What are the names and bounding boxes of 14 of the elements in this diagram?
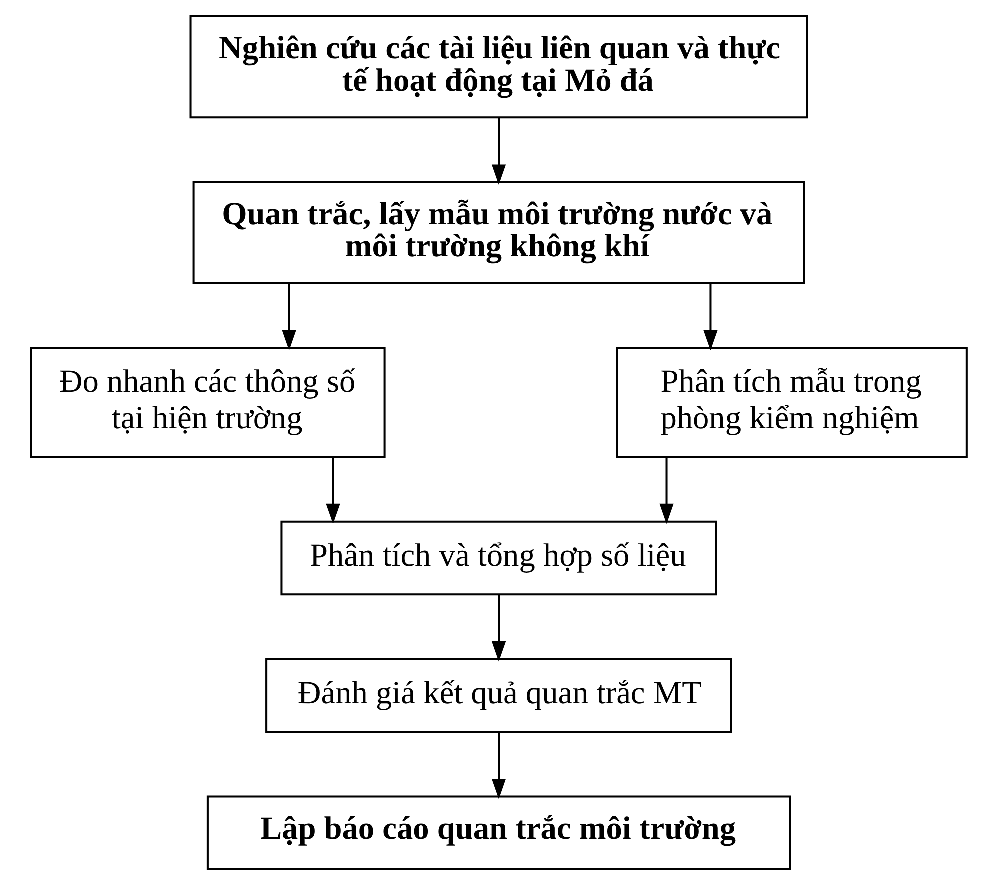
arrow: [492, 118, 506, 185]
arrow: [326, 458, 340, 524]
node-box: Đánh giá kết quả quan trắc MT: [266, 658, 732, 734]
node-box: Nghiên cứu các tài liệu liên quan và thực tế hoạt động tại Mỏ đá: [190, 16, 808, 119]
arrow: [282, 284, 296, 351]
arrow: [492, 732, 506, 800]
arrow: [492, 595, 506, 662]
arrow: [704, 284, 718, 351]
arrow: [660, 458, 674, 524]
node-box: Lập báo cáo quan trắc môi trường: [206, 796, 792, 870]
node-box: Phân tích mẫu trong phòng kiểm nghiệm: [616, 347, 968, 458]
node-box: Quan trắc, lấy mẫu môi trường nước và môi trường không khí: [192, 181, 806, 284]
node-box: Phân tích và tổng hợp số liệu: [280, 520, 718, 596]
node-box: Đo nhanh các thông số tại hiện trường: [30, 347, 386, 458]
